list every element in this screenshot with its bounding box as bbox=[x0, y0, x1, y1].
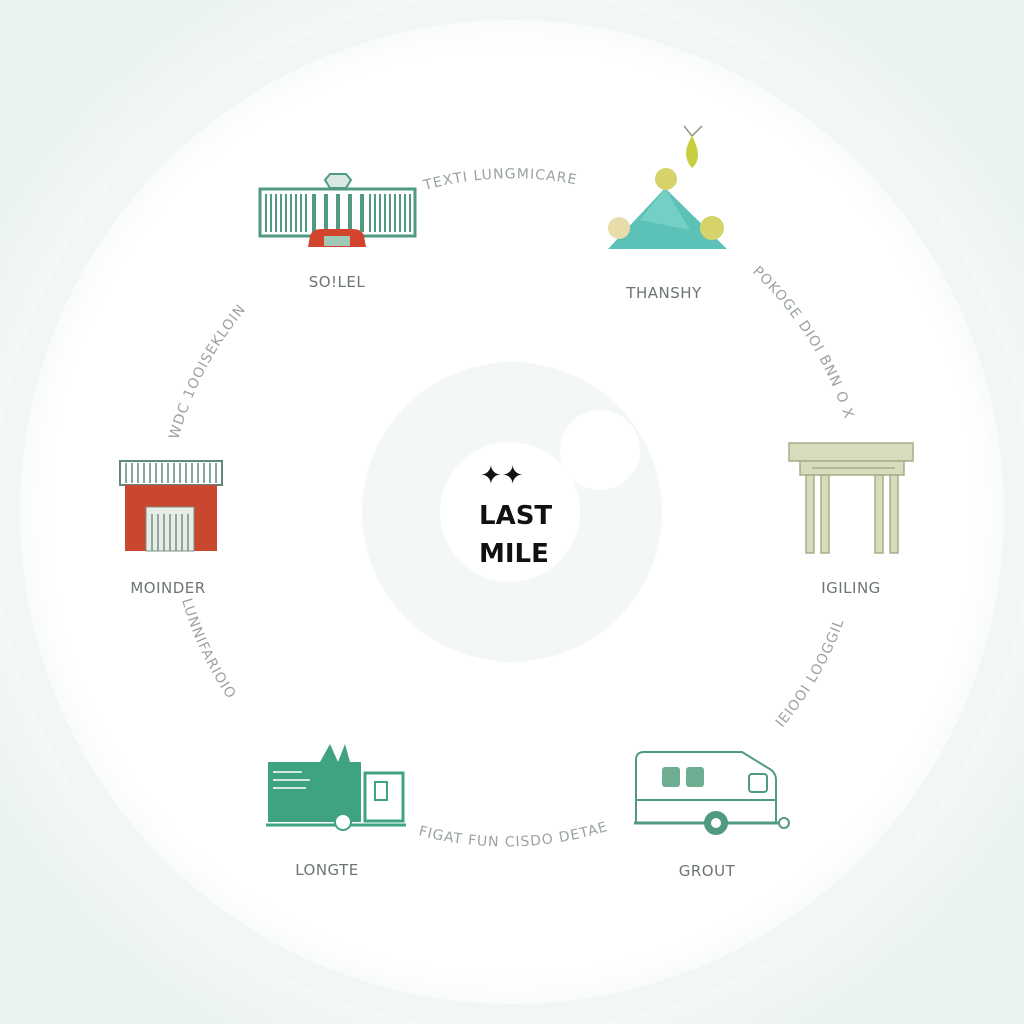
node-label: LONGTE bbox=[295, 861, 359, 879]
node-label: SO!LEL bbox=[309, 273, 366, 291]
truck-icon bbox=[266, 744, 406, 831]
center-title-line2: MILE bbox=[479, 539, 549, 569]
node-bottom-right[interactable]: GROUT bbox=[634, 751, 790, 880]
gate-icon bbox=[788, 442, 914, 554]
node-right[interactable]: IGILING bbox=[788, 442, 914, 597]
node-bottom-left[interactable]: LONGTE bbox=[266, 744, 406, 879]
node-label: THANSHY bbox=[625, 284, 702, 302]
node-label: GROUT bbox=[679, 862, 736, 880]
node-top-right[interactable]: THANSHY bbox=[608, 125, 727, 302]
node-left[interactable]: MOINDER bbox=[119, 460, 223, 597]
center-title-line1: LAST bbox=[479, 501, 552, 531]
warehouse-icon bbox=[119, 460, 223, 552]
mountain-icon bbox=[608, 125, 727, 249]
node-label: IGILING bbox=[821, 579, 881, 597]
van-icon bbox=[634, 751, 790, 835]
node-label: MOINDER bbox=[130, 579, 205, 597]
ring-highlight bbox=[560, 410, 640, 490]
sparkle-icon: ✦✦ bbox=[480, 461, 524, 491]
node-top-left[interactable]: SO!LEL bbox=[258, 173, 417, 291]
building-icon bbox=[258, 173, 417, 247]
center-disc bbox=[440, 442, 580, 582]
